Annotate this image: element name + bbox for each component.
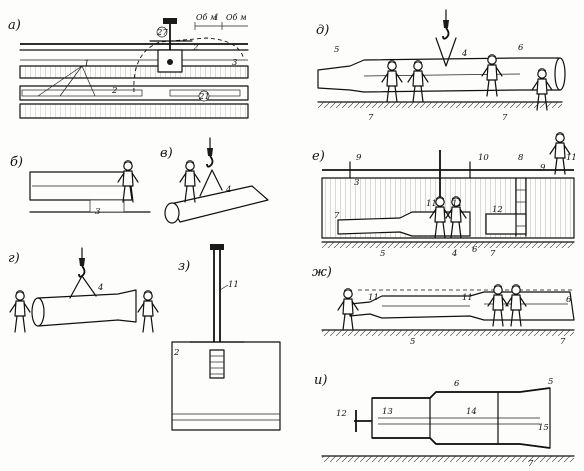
- callout-number: 5: [410, 337, 415, 347]
- callout-number: 6: [472, 245, 478, 255]
- callout-number: 5: [548, 377, 553, 387]
- callout-number: 7: [334, 211, 340, 221]
- callout-number: 3: [354, 178, 359, 188]
- panel-a: а) Об м 1 Об м 27 2 3: [8, 13, 249, 119]
- callout-number: 5: [380, 249, 385, 259]
- callout-number: 11: [452, 199, 463, 209]
- callout-number: 2: [173, 348, 179, 358]
- panel-i: и) 6 5 12 13 14 15 7: [314, 373, 575, 469]
- callout-number: 15: [538, 423, 549, 433]
- callout-number: 5: [334, 45, 339, 55]
- panel-e-label: е): [312, 149, 325, 164]
- callout-number: 8: [518, 153, 524, 163]
- dim-label: Об м: [226, 13, 247, 22]
- callout-number: 9: [540, 163, 546, 173]
- callout-number: 6: [454, 379, 460, 389]
- panel-e: е) 9 10 8 9 11 3 7 11 11 12 5 4 6: [312, 131, 577, 259]
- panel-z-label: з): [178, 259, 190, 274]
- dim-label: Об м: [196, 13, 217, 22]
- callout-number: 11: [228, 280, 239, 290]
- callout-number: 12: [492, 205, 503, 215]
- panel-a-label: а): [8, 18, 21, 33]
- panel-z: з) 11 2: [171, 244, 281, 431]
- callout-number: 1: [84, 59, 89, 69]
- callout-number: 11: [462, 293, 473, 303]
- callout-number: 4: [225, 185, 231, 195]
- panel-b: б) 3: [10, 155, 151, 217]
- panel-v: в) 4: [160, 137, 269, 224]
- panel-v-label: в): [160, 146, 173, 161]
- callout-number: 7: [528, 459, 534, 469]
- callout-number: 4: [451, 249, 457, 259]
- callout-number: 12: [336, 409, 347, 419]
- dim-label: 1: [214, 13, 219, 22]
- callout-number: 7: [368, 113, 374, 123]
- callout-number: 11: [426, 199, 437, 209]
- callout-number: 7: [560, 337, 566, 347]
- callout-number: 11: [566, 153, 577, 163]
- callout-number: 10: [478, 153, 489, 163]
- callout-number: 9: [356, 153, 362, 163]
- callout-number: 21: [198, 92, 210, 102]
- panel-b-label: б): [10, 155, 23, 170]
- callout-number: 13: [382, 407, 393, 417]
- callout-number: 2: [192, 43, 198, 53]
- callout-number: 14: [466, 407, 477, 417]
- callout-number: 7: [502, 113, 508, 123]
- callout-number: 3: [232, 58, 237, 68]
- callout-number: 4: [461, 49, 467, 59]
- panel-d: д) 5 4 6 7 7: [316, 9, 566, 123]
- callout-number: 3: [95, 207, 100, 217]
- callout-number: 6: [518, 43, 524, 53]
- panel-i-label: и): [314, 373, 327, 388]
- panel-g-label: г): [8, 251, 20, 266]
- panel-zh: ж) 11 11 6 5 7: [312, 265, 575, 347]
- callout-number: 11: [368, 293, 379, 303]
- callout-number: 7: [490, 249, 496, 259]
- callout-number: 2: [111, 86, 117, 96]
- callout-number: 6: [566, 295, 572, 305]
- panel-zh-label: ж): [312, 265, 332, 280]
- panel-d-label: д): [316, 23, 329, 38]
- callout-number: 4: [97, 283, 103, 293]
- panel-g: г) 4: [8, 247, 159, 333]
- callout-number: 27: [156, 28, 168, 38]
